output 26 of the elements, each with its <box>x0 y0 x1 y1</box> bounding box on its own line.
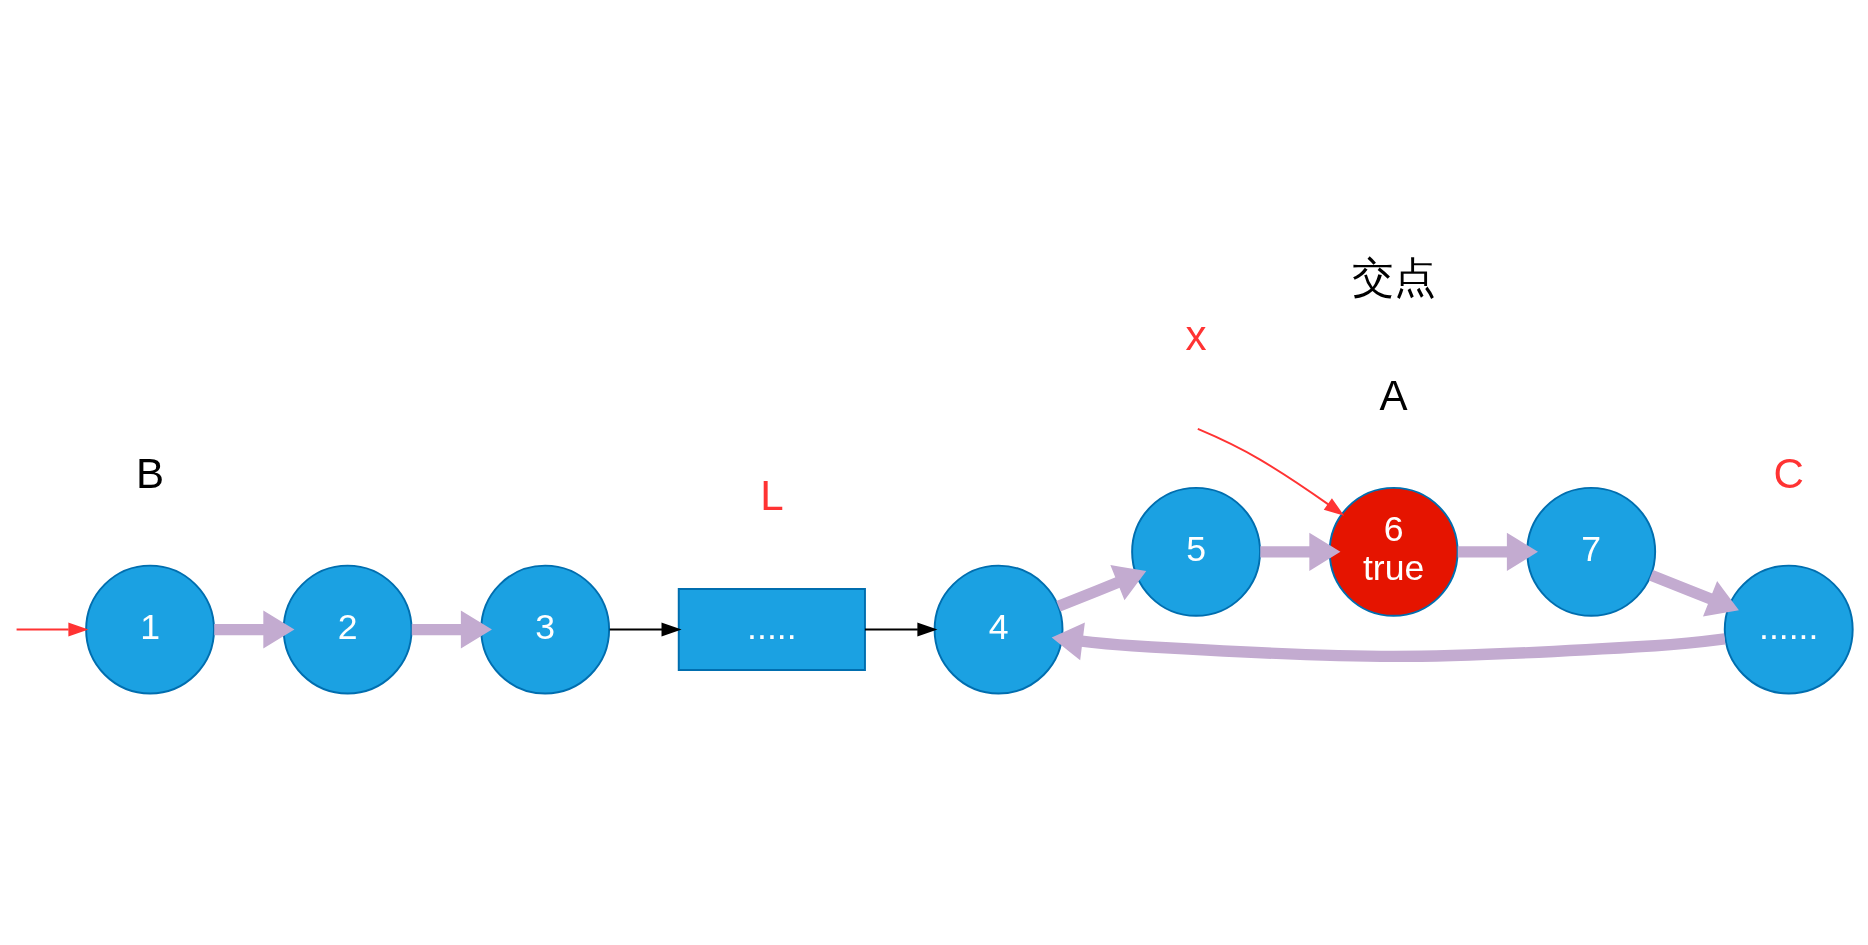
node-circle: ...... <box>1723 564 1854 695</box>
arrow <box>1457 532 1538 571</box>
arrow <box>1051 622 1726 663</box>
arrow <box>608 622 682 637</box>
label: C <box>1773 449 1804 497</box>
arrow <box>1056 565 1147 612</box>
arrow <box>864 622 938 637</box>
label: 交点 <box>1351 253 1436 301</box>
node-box: ..... <box>677 588 866 671</box>
arrow <box>15 622 89 637</box>
arrow <box>214 610 295 649</box>
arrow <box>1260 532 1341 571</box>
label: A <box>1379 371 1408 419</box>
node-circle: 3 <box>480 564 611 695</box>
label: L <box>760 472 784 520</box>
node-circle: 2 <box>282 564 413 695</box>
node-circle: 7 <box>1526 486 1657 617</box>
arrow <box>411 610 492 649</box>
arrow <box>1196 427 1345 516</box>
node-circle: 1 <box>85 564 215 695</box>
node-circle: 6 true <box>1328 486 1459 617</box>
label: x <box>1185 311 1207 359</box>
arrow <box>1649 569 1739 617</box>
node-circle: 4 <box>933 564 1064 695</box>
label: B <box>136 449 165 497</box>
node-circle: 5 <box>1131 486 1261 617</box>
